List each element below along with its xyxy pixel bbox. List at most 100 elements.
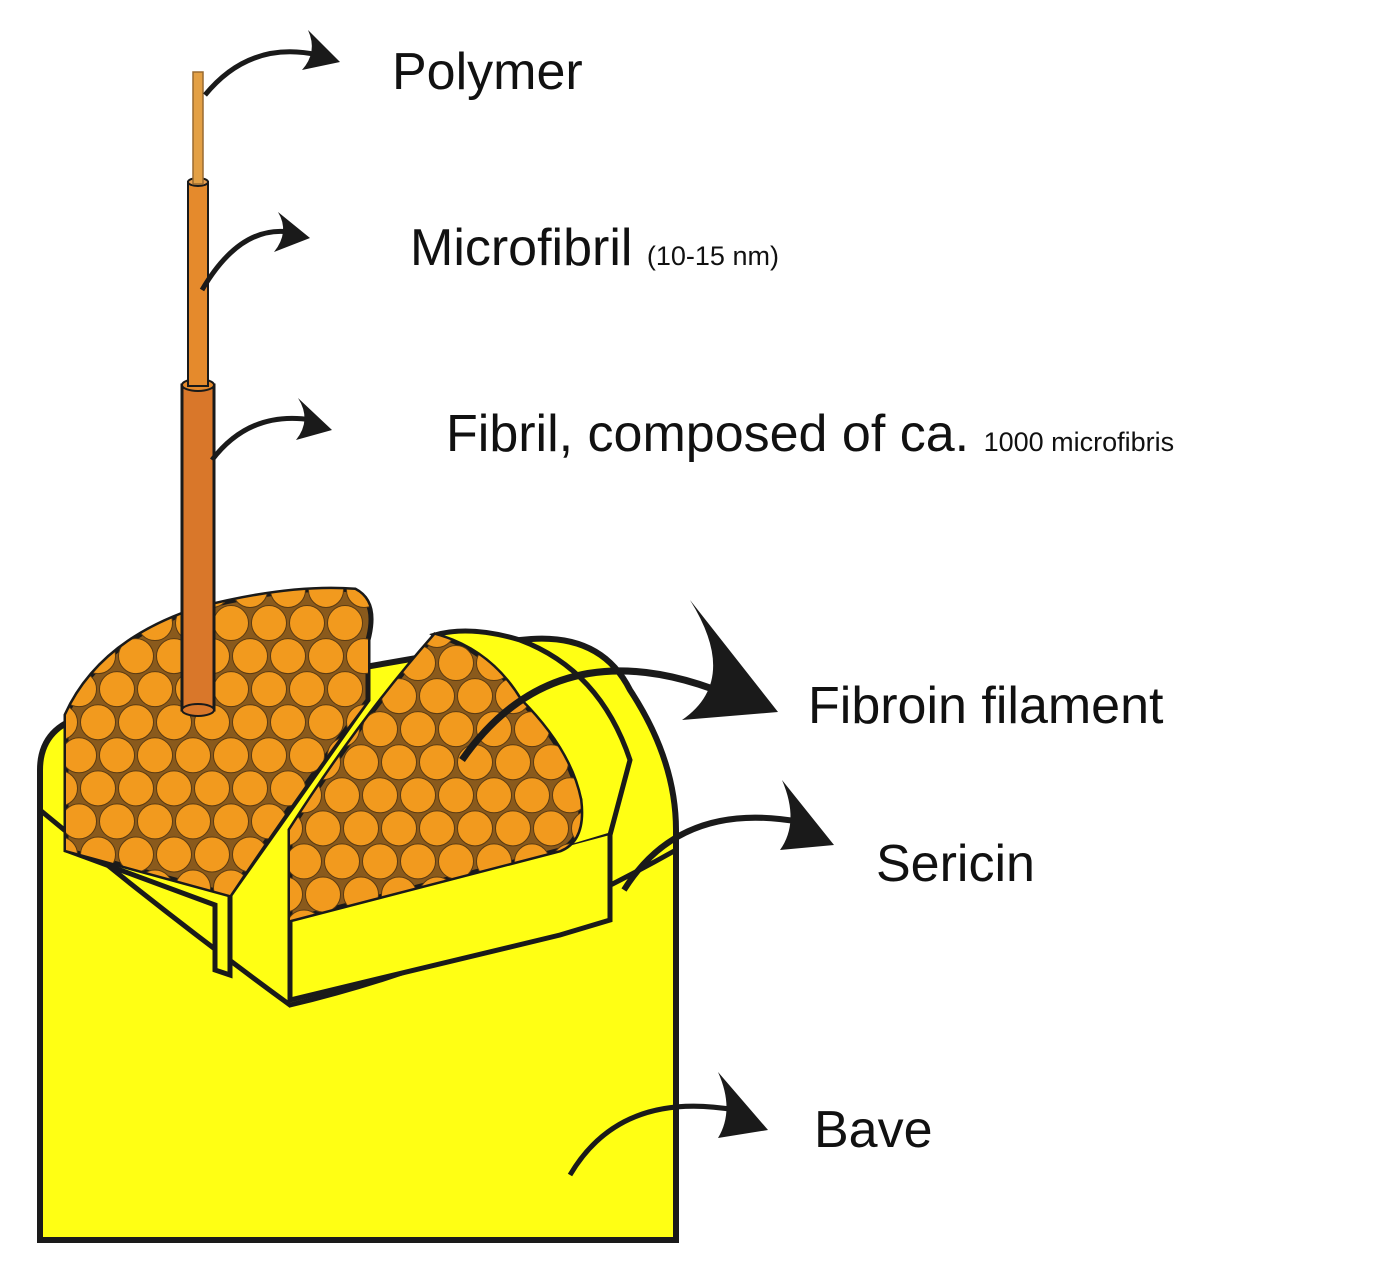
fibroin-microfilament-circle: [156, 836, 192, 873]
sericin-arrow: [621, 780, 834, 892]
fibroin-microfilament-circle: [175, 803, 211, 840]
fibroin-microfilament-circle: [290, 876, 303, 913]
fibroin-microfilament-circle: [289, 737, 325, 774]
fibroin-microfilament-circle: [118, 589, 154, 608]
fibroin-microfilament-circle: [137, 737, 173, 774]
fibroin-microfilament-circle: [514, 777, 550, 814]
fibril-arrow: [210, 398, 332, 462]
fibroin-microfilament-circle: [289, 671, 325, 708]
fibroin-microfilament-circle: [419, 810, 455, 847]
fibroin-microfilament-circle: [308, 589, 344, 608]
fibroin-microfilament-circle: [213, 605, 249, 642]
fibroin-microfilament-circle: [324, 843, 360, 880]
fibroin-microfilament-circle: [66, 803, 97, 840]
fibroin-microfilament-circle: [381, 744, 417, 781]
polymer-strand: [192, 71, 204, 185]
fibroin-microfilament-circle: [533, 810, 569, 847]
fibroin-microfilament-circle: [327, 671, 363, 708]
fibroin-microfilament-circle: [99, 671, 135, 708]
fibril-rod: [180, 378, 216, 717]
fibroin-microfilament-circle: [194, 770, 230, 807]
fibroin-microfilament-circle: [308, 638, 344, 675]
fibroin-microfilament-circle: [251, 671, 287, 708]
fibroin-microfilament-circle: [457, 744, 493, 781]
fibroin-microfilament-circle: [270, 704, 306, 741]
fibroin-microfilament-circle: [156, 704, 192, 741]
polymer-arrow: [203, 30, 340, 97]
fibroin-microfilament-circle: [99, 803, 135, 840]
fibroin-microfilament-circle: [66, 704, 78, 741]
fibroin-microfilament-circle: [362, 777, 398, 814]
fibroin-microfilament-circle: [66, 605, 97, 642]
fibroin-filament-label-text: Fibroin filament: [808, 677, 1164, 735]
fibroin-microfilament-circle: [80, 638, 116, 675]
fibroin-microfilament-circle: [289, 605, 325, 642]
fibroin-microfilament-circle: [346, 589, 372, 608]
fibroin-microfilament-circle: [476, 711, 512, 748]
fibroin-microfilament-circle: [343, 810, 379, 847]
fibroin-microfilament-circle: [400, 711, 436, 748]
fibroin-microfilament-circle: [438, 777, 474, 814]
fibroin-microfilament-circle: [270, 638, 306, 675]
fibroin-microfilament-circle: [400, 777, 436, 814]
fibroin-microfilament-circle: [251, 737, 287, 774]
microfibril-arrow: [199, 212, 310, 292]
fibroin-microfilament-circle: [66, 737, 97, 774]
fibroin-microfilament-circle: [232, 704, 268, 741]
microfibril-label-text: Microfibril: [410, 219, 633, 277]
fibroin-microfilament-circle: [381, 810, 417, 847]
bave-label-text: Bave: [814, 1101, 933, 1159]
fibroin-microfilament-circle: [324, 777, 360, 814]
fibroin-microfilament-circle: [346, 638, 372, 675]
fibroin-microfilament-circle: [66, 770, 78, 807]
fibroin-microfilament-circle: [457, 810, 493, 847]
fibroin-microfilament-circle: [232, 770, 268, 807]
bave-label: Bave: [814, 1104, 933, 1156]
fibroin-microfilament-circle: [251, 605, 287, 642]
fibroin-microfilament-circle: [400, 843, 436, 880]
polymer-label-text: Polymer: [392, 43, 583, 101]
fibroin-microfilament-circle: [137, 803, 173, 840]
fibroin-microfilament-circle: [118, 638, 154, 675]
fibroin-microfilament-circle: [232, 589, 268, 608]
fibroin-filament-label: Fibroin filament: [808, 680, 1163, 732]
fibroin-microfilament-circle: [495, 810, 531, 847]
fibroin-microfilament-circle: [305, 876, 341, 913]
fibroin-microfilament-circle: [194, 836, 230, 873]
fibroin-microfilament-circle: [438, 843, 474, 880]
fibroin-microfilament-circle: [495, 744, 531, 781]
microfibril-label: Microfibril (10-15 nm): [410, 222, 779, 274]
fibroin-microfilament-circle: [457, 678, 493, 715]
fibroin-microfilament-circle: [66, 589, 78, 608]
fibroin-microfilament-circle: [175, 737, 211, 774]
fibroin-microfilament-circle: [213, 737, 249, 774]
fibril-label: Fibril, composed of ca. 1000 microfibris: [446, 408, 1174, 460]
sericin-label-text: Sericin: [876, 835, 1035, 893]
fibroin-microfilament-circle: [66, 638, 78, 675]
fibroin-microfilament-circle: [419, 744, 455, 781]
fibroin-microfilament-circle: [232, 638, 268, 675]
fibroin-microfilament-circle: [118, 770, 154, 807]
microfibril-size-text: (10-15 nm): [646, 241, 779, 271]
fibril-count-text: 1000 microfibris: [983, 427, 1175, 457]
fibroin-microfilament-circle: [438, 711, 474, 748]
polymer-label: Polymer: [392, 46, 583, 98]
fibroin-microfilament-circle: [327, 605, 363, 642]
fibroin-microfilament-circle: [362, 843, 398, 880]
fibroin-arrow: [459, 600, 778, 763]
fibroin-microfilament-circle: [118, 704, 154, 741]
fibroin-microfilament-circle: [308, 704, 344, 741]
fibroin-microfilament-circle: [362, 711, 398, 748]
fibroin-microfilament-circle: [80, 589, 116, 608]
fibril-label-text: Fibril, composed of ca.: [446, 405, 970, 463]
bave-arrow: [567, 1072, 768, 1177]
fibroin-microfilament-circle: [99, 605, 135, 642]
fibroin-microfilament-circle: [99, 737, 135, 774]
fibroin-microfilament-circle: [476, 777, 512, 814]
fibroin-microfilament-circle: [305, 810, 341, 847]
fibroin-microfilament-circle: [213, 803, 249, 840]
fibroin-microfilament-circle: [290, 843, 322, 880]
fibroin-microfilament-circle: [419, 678, 455, 715]
fibroin-microfilament-circle: [137, 605, 173, 642]
